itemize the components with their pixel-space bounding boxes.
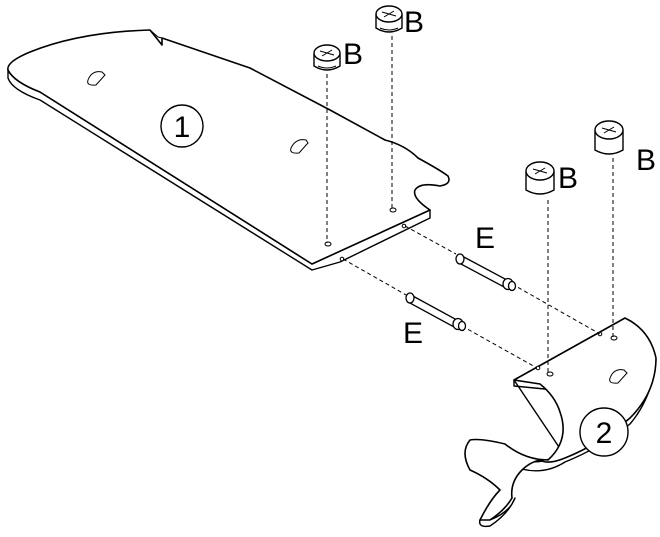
assembly-guide-lines (326, 36, 614, 373)
board-2: 2 (464, 317, 657, 528)
board-1-slot-a (87, 71, 106, 86)
guide-dowel-a2 (461, 325, 538, 369)
dowel-upper (455, 253, 517, 292)
board-1: 1 (7, 29, 450, 271)
board-1-cam-hole-a (324, 241, 332, 247)
board-1-top (7, 29, 450, 265)
label-e-lower: E (403, 317, 423, 350)
cam-lock-3 (525, 161, 555, 195)
guide-dowel-b2 (511, 283, 601, 335)
part-2-number: 2 (596, 417, 613, 450)
part-2-number-circle (579, 407, 629, 457)
cam-lock-4 (594, 120, 624, 155)
dowel-lower (405, 292, 467, 332)
label-b-3: B (558, 162, 578, 195)
part-1-number: 1 (174, 111, 191, 144)
label-b-1: B (343, 38, 363, 71)
board-1-cam-hole-b (389, 207, 397, 213)
cam-lock-1 (313, 44, 341, 71)
board-2-tail-edge (479, 497, 516, 528)
board-2-cam-hole-a (546, 371, 554, 377)
board-2-cam-hole-b (610, 335, 618, 341)
label-b-4: B (636, 144, 656, 177)
board-2-slot (609, 369, 628, 384)
part-1-number-circle (160, 104, 204, 148)
board-1-notch (149, 29, 163, 39)
label-e-upper: E (475, 222, 495, 255)
cam-lock-2 (375, 5, 403, 33)
label-b-2: B (404, 6, 424, 39)
guide-dowel-a1 (342, 258, 409, 297)
guide-dowel-b1 (404, 225, 457, 255)
board-1-slot-b (290, 139, 309, 154)
